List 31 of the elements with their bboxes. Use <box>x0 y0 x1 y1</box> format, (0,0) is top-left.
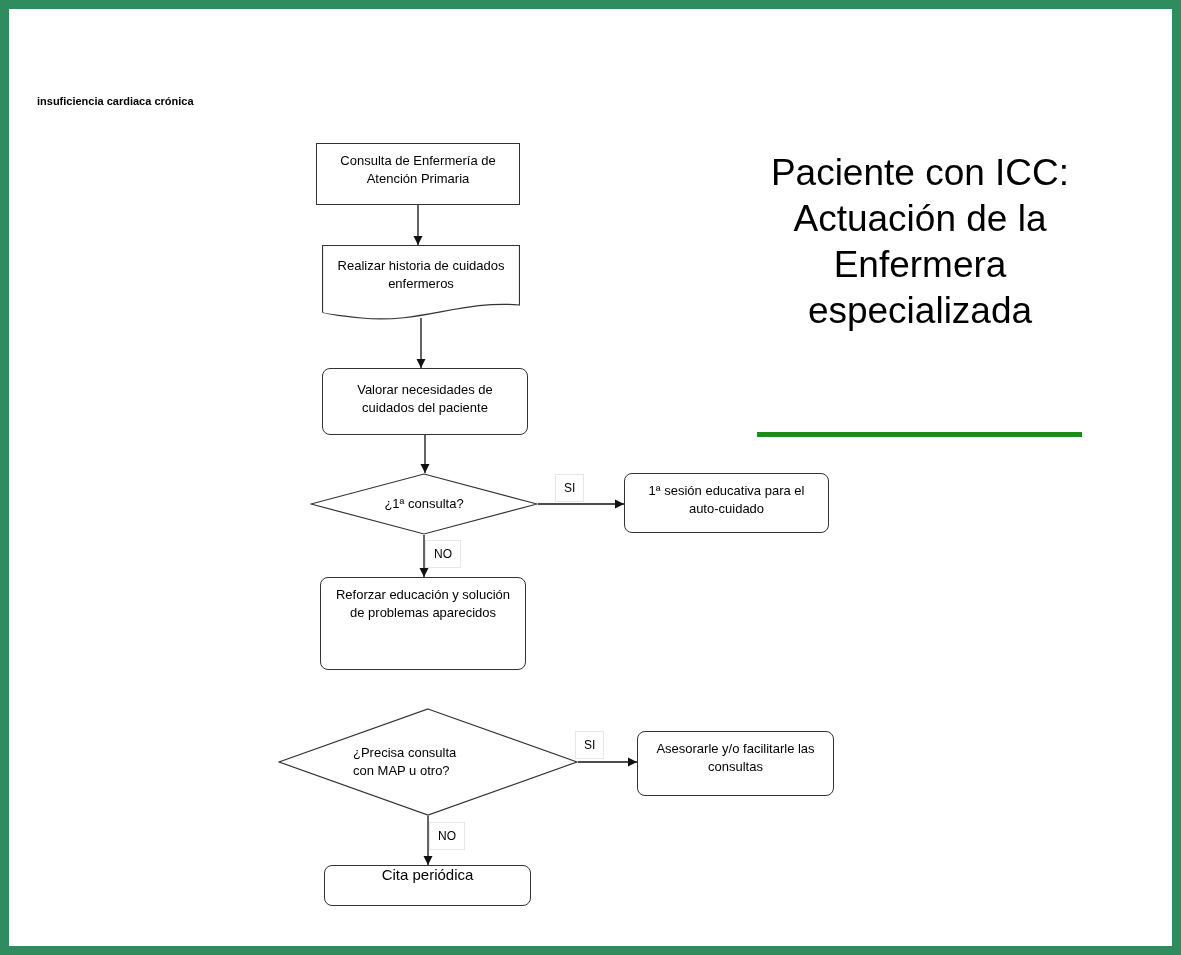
title: Paciente con ICC: Actuación de la Enfermera especializada <box>769 151 1071 333</box>
decision-diamond <box>310 473 538 535</box>
node-text: Reforzar educación y solución de problemas aparecidos <box>334 586 512 622</box>
node-text: Valorar necesidades de cuidados del paciente <box>356 381 494 417</box>
process-box <box>322 368 528 435</box>
arrow <box>577 757 638 767</box>
edge-label: NO <box>429 822 465 850</box>
arrow <box>537 499 625 509</box>
document-box <box>322 245 520 322</box>
arrow <box>413 204 423 246</box>
edge-label: NO <box>425 540 461 568</box>
node-text: Consulta de Enfermería de Atención Primaria <box>339 152 497 188</box>
arrow <box>416 317 426 369</box>
process-box <box>624 473 829 533</box>
edge-label: SI <box>555 474 585 502</box>
process-box <box>320 577 526 670</box>
decision-diamond <box>278 708 578 816</box>
process-box <box>637 731 834 796</box>
node-text: 1ª sesión educativa para el auto-cuidado <box>647 482 806 518</box>
node-text: ¿1ª consulta? <box>384 495 464 513</box>
process-box <box>316 143 520 205</box>
header-text: insuficiencia cardiaca crónica <box>37 94 194 109</box>
arrow <box>423 815 433 866</box>
arrow <box>419 534 429 578</box>
node-text: ¿Precisa consulta con MAP u otro? <box>353 744 458 780</box>
process-box <box>324 865 531 906</box>
edge-label: SI <box>575 731 605 759</box>
node-text: Asesorarle y/o facilitarle las consultas <box>655 740 816 776</box>
node-text: Cita periódica <box>380 866 475 884</box>
arrow <box>420 434 430 474</box>
node-text: Realizar historia de cuidados enfermeros <box>336 257 506 293</box>
